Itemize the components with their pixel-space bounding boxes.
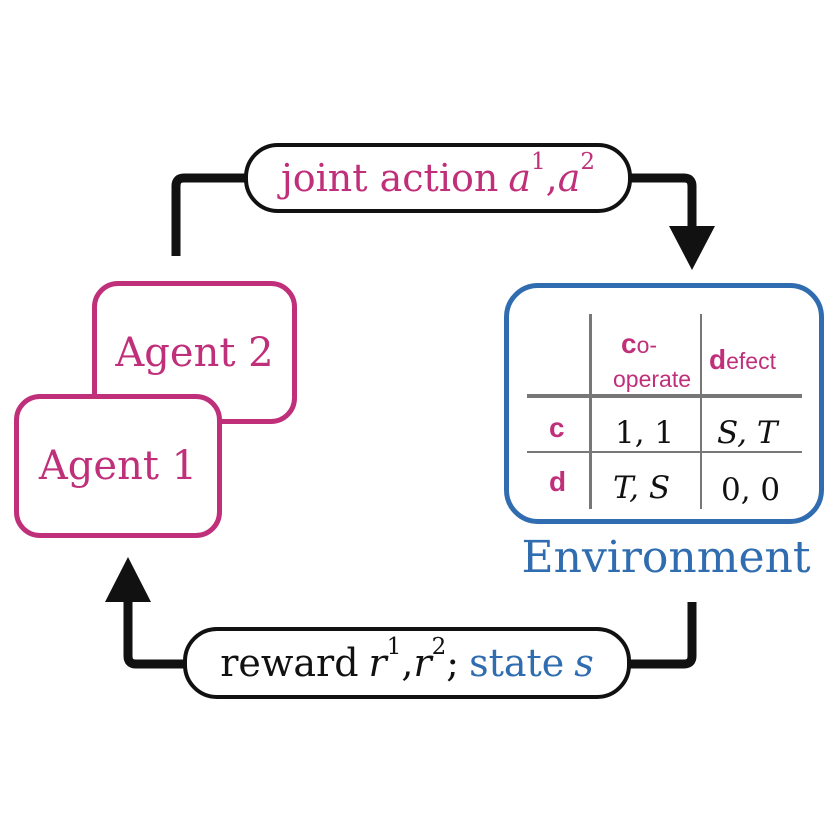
header-cooperate-2: operate bbox=[613, 366, 692, 392]
action-var-1: a bbox=[508, 156, 531, 200]
payoff-cd: S, T bbox=[717, 415, 778, 451]
row-label-c: c bbox=[549, 412, 565, 443]
environment-label: Environment bbox=[521, 532, 811, 583]
reward-separator: , bbox=[401, 641, 414, 685]
wire-agent-to-action bbox=[171, 173, 246, 256]
payoff-cc: 1, 1 bbox=[615, 415, 675, 451]
payoff-dd: 0, 0 bbox=[721, 472, 781, 508]
row-label-d: d bbox=[549, 466, 567, 497]
state-var: s bbox=[574, 641, 594, 685]
joint-action-text: joint action bbox=[280, 156, 499, 200]
reward-var-2: r bbox=[413, 641, 432, 685]
table-row-divider bbox=[527, 451, 802, 453]
reward-sup-1: 1 bbox=[386, 634, 402, 660]
state-text: state bbox=[469, 641, 565, 685]
action-sup-2: 2 bbox=[580, 149, 596, 175]
reward-sup-2: 2 bbox=[431, 634, 447, 660]
arrowhead-up bbox=[105, 557, 151, 602]
header-cooperate: co- bbox=[621, 328, 658, 359]
agent-2-label: Agent 2 bbox=[115, 329, 274, 376]
table-header-line bbox=[527, 394, 802, 398]
agent-1-box: Agent 1 bbox=[14, 394, 222, 538]
table-vertical-line bbox=[589, 314, 592, 509]
wire-env-to-reward bbox=[630, 602, 697, 669]
header-defect: defect bbox=[709, 344, 776, 375]
wire-reward-to-agent bbox=[123, 600, 184, 669]
arrowhead-down bbox=[669, 226, 715, 270]
action-sup-1: 1 bbox=[530, 149, 546, 175]
reward-semicolon: ; bbox=[446, 641, 460, 685]
wire-action-to-env bbox=[630, 173, 697, 228]
reward-text: reward bbox=[220, 641, 359, 685]
payoff-dc: T, S bbox=[613, 470, 671, 506]
action-separator: , bbox=[545, 156, 558, 200]
agent-1-label: Agent 1 bbox=[38, 443, 198, 489]
environment-box: co- operate defect c d 1, 1 S, T T, S 0,… bbox=[504, 283, 824, 524]
table-column-divider bbox=[700, 314, 702, 509]
action-var-2: a bbox=[557, 156, 581, 200]
reward-var-1: r bbox=[368, 641, 387, 685]
